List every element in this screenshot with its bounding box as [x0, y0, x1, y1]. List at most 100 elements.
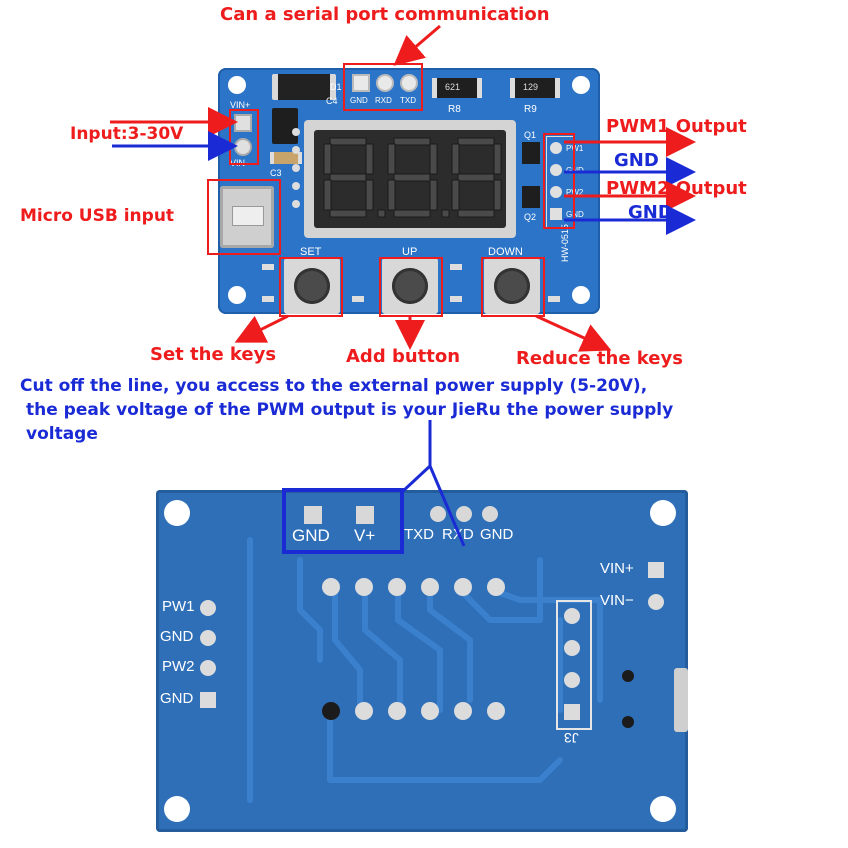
silk-r8: R8: [448, 104, 461, 115]
serial-pad-rxd: [376, 74, 394, 92]
j3-pad: [564, 704, 580, 720]
usb-shell-edge: [674, 668, 688, 732]
silk-gnd-b: GND: [566, 210, 584, 219]
transistor-q1: [522, 142, 540, 164]
resistor-r9: 129: [510, 78, 560, 98]
diode-d1: [272, 74, 336, 100]
pwm-pad: [550, 142, 562, 154]
j3-header: [556, 600, 592, 730]
smd-component: [262, 264, 274, 270]
display-pin: [292, 146, 300, 154]
silk-c3: C3: [270, 168, 282, 178]
label-set-keys: Set the keys: [150, 344, 277, 365]
silk-up: UP: [402, 246, 418, 258]
bottom-silk-pw1: PW1: [162, 598, 195, 615]
bottom-mounting-hole: [164, 500, 190, 526]
pad-rxd: [456, 506, 472, 522]
smd-component: [262, 296, 274, 302]
bottom-mounting-hole: [650, 796, 676, 822]
voltage-regulator: [272, 108, 298, 144]
silk-c4: C4: [326, 96, 338, 106]
bottom-silk-vin-plus: VIN+: [600, 560, 634, 577]
silk-model: HW-0515: [560, 224, 570, 262]
note-line-2: the peak voltage of the PWM output is yo…: [26, 400, 674, 420]
display-pin: [292, 128, 300, 136]
pad-gnd-square: [304, 506, 322, 524]
pad-v-plus-square: [356, 506, 374, 524]
bottom-silk-gnd: GND: [292, 526, 330, 545]
set-key[interactable]: [284, 258, 340, 314]
via: [622, 670, 634, 682]
bottom-pw2-pad: [200, 660, 216, 676]
pin-row-top: [322, 578, 512, 602]
silk-q1: Q1: [524, 130, 537, 140]
silk-pw2: PW2: [566, 188, 584, 197]
label-micro-usb: Micro USB input: [20, 206, 175, 226]
silk-txd: TXD: [400, 96, 416, 105]
smd-component: [352, 296, 364, 302]
bottom-gnd-a-pad: [200, 630, 216, 646]
note-line-3: voltage: [26, 424, 98, 444]
bottom-silk-gnd-b: GND: [160, 690, 194, 707]
display-pin: [292, 182, 300, 190]
label-gnd-2: GND: [628, 202, 673, 223]
top-mounting-hole: [228, 76, 246, 94]
label-pwm1-output: PWM1 Output: [606, 116, 747, 137]
silk-pw1: PW1: [566, 144, 584, 153]
silk-gnd-a: GND: [566, 166, 584, 175]
label-add-button: Add button: [346, 346, 461, 367]
bottom-silk-gnd2: GND: [480, 526, 514, 543]
silk-set: SET: [300, 246, 322, 258]
bottom-vin-minus-pad: [648, 594, 664, 610]
pad-txd: [430, 506, 446, 522]
pwm-pad: [550, 164, 562, 176]
bottom-silk-vin-minus: VIN−: [600, 592, 634, 609]
bottom-silk-rxd: RXD: [442, 526, 474, 543]
j3-pad: [564, 640, 580, 656]
pwm-pad: [550, 208, 562, 220]
smd-component: [450, 264, 462, 270]
via: [622, 716, 634, 728]
label-reduce-keys: Reduce the keys: [516, 348, 683, 369]
pin-row-bottom: [322, 702, 512, 726]
r8-code: 621: [445, 82, 461, 92]
silk-q2: Q2: [524, 212, 537, 222]
note-line-1: Cut off the line, you access to the exte…: [20, 376, 648, 396]
label-serial-port: Can a serial port communication: [220, 4, 550, 25]
capacitor-c3: [270, 152, 302, 164]
micro-usb-connector: [220, 186, 274, 248]
pwm-pad: [550, 186, 562, 198]
bottom-mounting-hole: [164, 796, 190, 822]
top-mounting-hole: [572, 286, 590, 304]
add-button[interactable]: [382, 258, 438, 314]
silk-d1: D1: [330, 82, 342, 92]
bottom-silk-pw2: PW2: [162, 658, 195, 675]
display-pin: [292, 164, 300, 172]
top-mounting-hole: [228, 286, 246, 304]
top-mounting-hole: [572, 76, 590, 94]
j3-pad: [564, 608, 580, 624]
silk-rxd: RXD: [375, 96, 392, 105]
display-pin: [292, 200, 300, 208]
bottom-silk-v-plus: V+: [354, 526, 376, 545]
bottom-silk-gnd-a: GND: [160, 628, 194, 645]
transistor-q2: [522, 186, 540, 208]
silk-down: DOWN: [488, 246, 523, 258]
bottom-pw1-pad: [200, 600, 216, 616]
silk-r9: R9: [524, 104, 537, 115]
seven-segment-display: [304, 120, 516, 238]
bottom-mounting-hole: [650, 500, 676, 526]
smd-component: [450, 296, 462, 302]
serial-pad-gnd: [352, 74, 370, 92]
vin-plus-pad: [234, 114, 252, 132]
pad-gnd2: [482, 506, 498, 522]
label-pwm2-output: PWM2 Output: [606, 178, 747, 199]
r9-code: 129: [523, 82, 539, 92]
silk-vin-minus: VIN-: [230, 158, 248, 168]
silk-gnd: GND: [350, 96, 368, 105]
j3-pad: [564, 672, 580, 688]
serial-pad-txd: [400, 74, 418, 92]
reduce-key[interactable]: [484, 258, 540, 314]
bottom-silk-j3: J3: [564, 730, 579, 746]
bottom-gnd-b-pad: [200, 692, 216, 708]
